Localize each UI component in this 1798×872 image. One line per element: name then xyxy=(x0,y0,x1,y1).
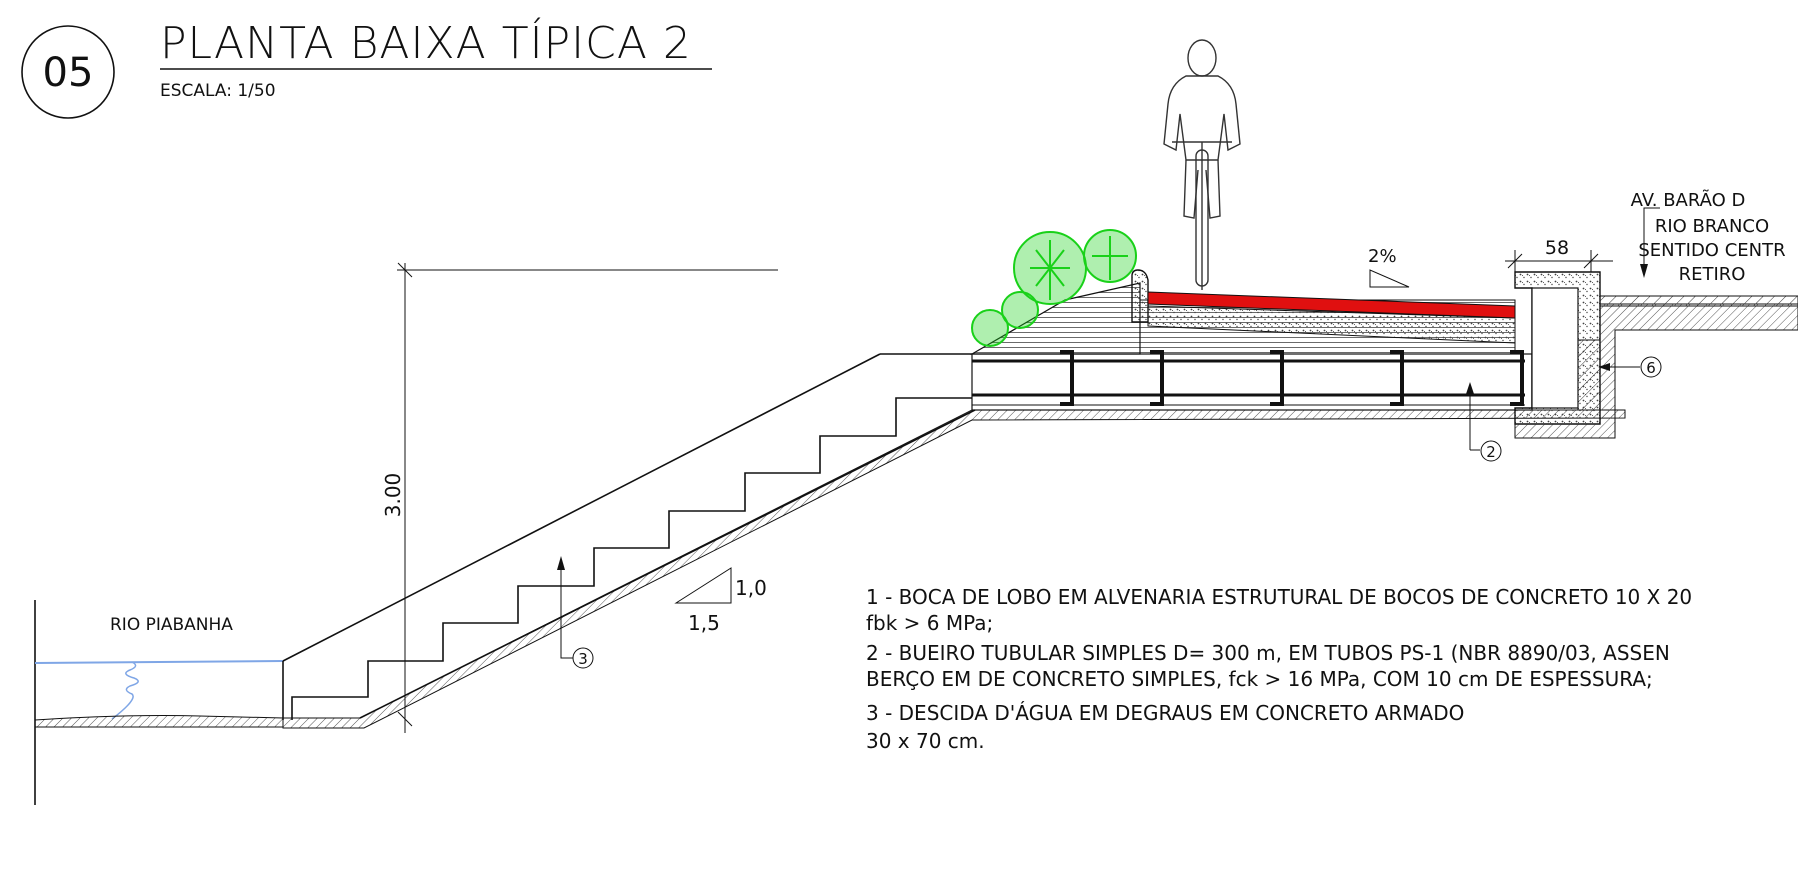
pipe-joint-5 xyxy=(1510,350,1524,406)
soil-toe xyxy=(359,409,976,719)
river: RIO PIABANHA xyxy=(34,600,284,805)
note-line-5: 3 - DESCIDA D'ÁGUA EM DEGRAUS EM CONCRET… xyxy=(866,701,1464,725)
slope-indicator: 1,0 1,5 xyxy=(674,567,767,635)
street-line-4: RETIRO xyxy=(1679,264,1746,285)
curb xyxy=(1131,269,1149,323)
gradient-triangle xyxy=(1369,269,1410,288)
cyclist-head xyxy=(1187,39,1217,77)
drawing-scale: ESCALA: 1/50 xyxy=(160,81,276,101)
culvert-pipe: 2 xyxy=(971,350,1533,462)
callout-2-arrowhead xyxy=(1466,382,1474,394)
width-dim-label: 58 xyxy=(1545,237,1569,259)
callout-3-circle xyxy=(572,647,594,669)
callout-3-leader xyxy=(560,657,573,659)
drain-box-opening xyxy=(1531,287,1579,409)
street-line-2: RIO BRANCO xyxy=(1655,216,1769,237)
descent-top-line xyxy=(282,353,881,662)
callout-6-arrowhead xyxy=(1598,363,1610,371)
pipe-joint-4 xyxy=(1390,350,1404,406)
callout-2-label: 2 xyxy=(1486,443,1496,461)
gravel-base xyxy=(1147,305,1516,344)
pipe-joints xyxy=(1060,350,1524,406)
height-dim-label: 3.00 xyxy=(381,473,405,518)
water-symbol xyxy=(111,661,139,720)
note-line-6: 30 x 70 cm. xyxy=(866,729,985,753)
callout-2-circle xyxy=(1480,440,1502,462)
title-number: 05 xyxy=(43,50,94,96)
riverbed xyxy=(34,715,284,728)
street-arrowhead xyxy=(1640,264,1648,278)
title-block: 05 PLANTA BAIXA TÍPICA 2 ESCALA: 1/50 xyxy=(21,16,712,119)
gradient-label: 2% xyxy=(1368,246,1397,267)
slope-horizontal: 1,5 xyxy=(688,611,720,635)
shrub-2 xyxy=(1001,291,1039,329)
gradient-marker: 2% xyxy=(1368,246,1410,288)
callout-6-circle xyxy=(1640,356,1662,378)
river-label: RIO PIABANHA xyxy=(110,615,233,635)
shrub-1 xyxy=(971,309,1009,347)
shrub-branches xyxy=(1030,236,1128,300)
note-line-2: fbk > 6 MPa; xyxy=(866,611,993,635)
note-line-4: BERÇO EM DE CONCRETO SIMPLES, fck > 16 M… xyxy=(866,667,1653,691)
slope-triangle xyxy=(674,567,732,604)
storm-drain-box: 58 6 xyxy=(1505,237,1798,439)
road-pavement xyxy=(1599,295,1798,307)
street-line-3: SENTIDO CENTR xyxy=(1638,240,1785,261)
note-line-3: 2 - BUEIRO TUBULAR SIMPLES D= 300 m, EM … xyxy=(866,641,1670,665)
drain-wall-hatch xyxy=(1577,339,1601,411)
slope-vertical: 1,0 xyxy=(735,576,767,600)
height-dim-tick-bottom xyxy=(397,711,413,727)
descent-step-profile xyxy=(291,397,972,720)
height-dim-tick-top xyxy=(397,262,413,278)
drawing-title: PLANTA BAIXA TÍPICA 2 xyxy=(160,16,692,69)
street-line-1: AV. BARÃO D xyxy=(1631,189,1746,211)
vegetation xyxy=(971,229,1137,347)
cyclist-figure xyxy=(1163,39,1241,290)
notes-block: 1 - BOCA DE LOBO EM ALVENARIA ESTRUTURAL… xyxy=(866,585,1692,753)
embankment xyxy=(969,269,1516,355)
pipe-joint-3 xyxy=(1270,350,1284,406)
water-descent-steps: 3 xyxy=(282,353,1626,729)
street-label: AV. BARÃO D RIO BRANCO SENTIDO CENTR RET… xyxy=(1631,189,1786,285)
callout-6-label: 6 xyxy=(1646,359,1656,377)
callout-3-arrowhead xyxy=(557,556,565,570)
pipe-joint-1 xyxy=(1060,350,1074,406)
pipe-joint-2 xyxy=(1150,350,1164,406)
note-line-1: 1 - BOCA DE LOBO EM ALVENARIA ESTRUTURAL… xyxy=(866,585,1692,609)
drain-ground xyxy=(1514,303,1798,439)
callout-3-label: 3 xyxy=(578,650,588,668)
title-number-circle xyxy=(21,25,115,119)
height-dimension: 3.00 xyxy=(381,262,778,733)
water-surface xyxy=(34,660,284,664)
bike-lane-surface xyxy=(1147,291,1516,319)
street-bracket xyxy=(1643,207,1660,268)
